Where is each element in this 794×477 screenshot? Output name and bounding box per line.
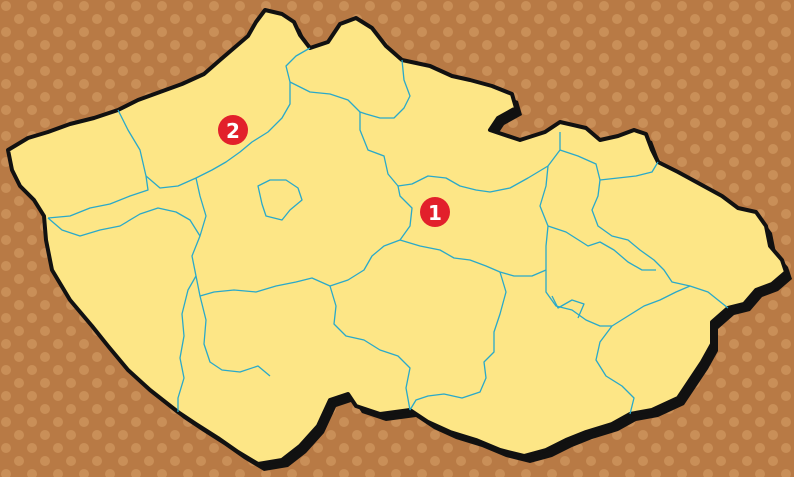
region-borders: [47, 47, 729, 415]
marker-1[interactable]: 1: [420, 197, 450, 227]
marker-2-label: 2: [226, 119, 240, 143]
marker-1-label: 1: [428, 201, 442, 225]
marker-2[interactable]: 2: [218, 115, 248, 145]
